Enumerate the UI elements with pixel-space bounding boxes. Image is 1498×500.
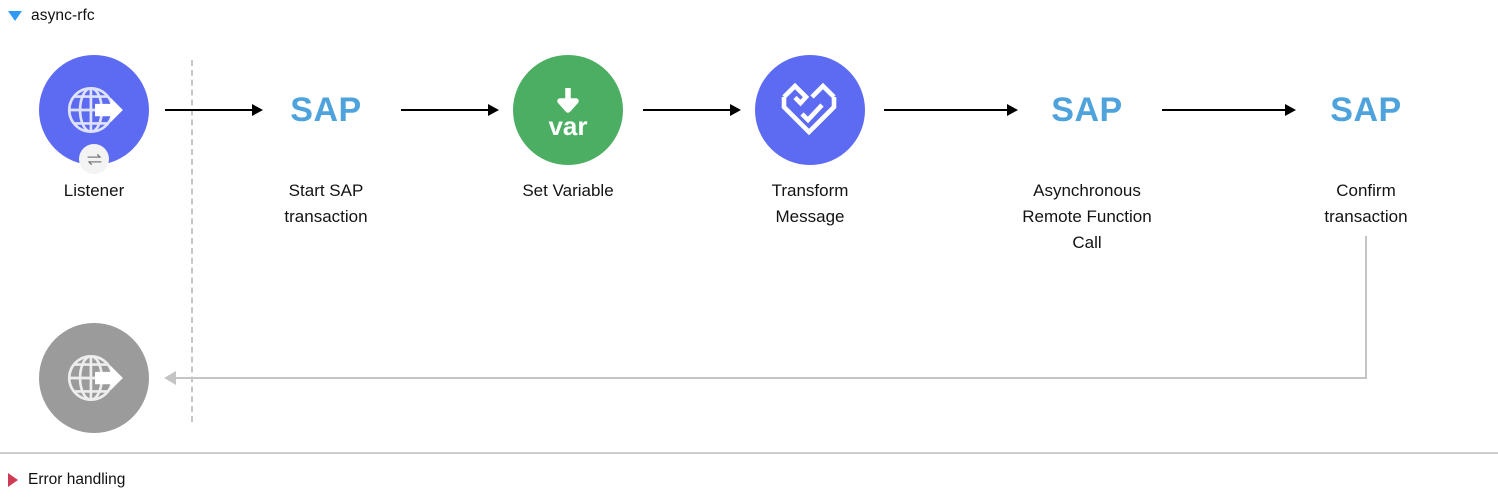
arrow-head-icon [488,104,499,116]
flow-name-label: async-rfc [31,7,95,24]
error-handling-header[interactable]: Error handling [8,469,125,491]
transform-icon-wrap [755,55,865,165]
connector-arrow-3 [643,104,741,116]
connector-arrow-2 [401,104,499,116]
arrow-shaft [401,108,489,112]
triangle-right-icon[interactable] [8,473,18,487]
section-divider [0,452,1498,454]
node-label: Confirm transaction [1324,181,1408,226]
source-process-divider [191,60,193,422]
arrow-head-icon [1285,104,1296,116]
flow-node-listener-error[interactable] [0,323,189,433]
node-label: Start SAP transaction [284,181,368,226]
sap-icon-wrap: SAP [271,55,381,165]
connector-arrow-1 [165,104,263,116]
arrow-head-icon [1007,104,1018,116]
sap-logo-icon: SAP [1330,91,1402,129]
sap-icon-wrap: SAP [1311,55,1421,165]
node-label: Listener [63,181,125,200]
flow-node-listener[interactable]: Listener [0,55,189,204]
set-variable-icon-wrap: var [513,55,623,165]
flow-node-set-variable[interactable]: var Set Variable [473,55,663,204]
exchange-arrows-icon [79,144,109,174]
globe-arrow-icon [39,323,149,433]
error-handling-label: Error handling [28,471,126,488]
arrow-shaft [643,108,731,112]
flow-node-transform-message[interactable]: Transform Message [715,55,905,230]
svg-text:var: var [548,111,587,141]
return-path-arrow-head-icon [164,371,176,385]
flow-node-confirm-transaction[interactable]: SAP Confirm transaction [1271,55,1461,230]
flow-node-start-sap-transaction[interactable]: SAP Start SAP transaction [231,55,421,230]
sap-logo-icon: SAP [290,91,362,129]
triangle-down-icon[interactable] [8,11,22,21]
var-down-arrow-icon: var [513,55,623,165]
connector-arrow-4 [884,104,1018,116]
node-label: Transform Message [771,181,849,226]
sap-icon-wrap: SAP [1032,55,1142,165]
listener-icon-wrap [39,55,149,174]
arrow-head-icon [252,104,263,116]
arrow-shaft [884,108,1008,112]
arrow-shaft [1162,108,1286,112]
listener-error-icon-wrap [39,323,149,433]
return-path-vertical [1365,236,1367,379]
dataweave-icon [755,55,865,165]
arrow-shaft [165,108,253,112]
flow-header-async-rfc[interactable]: async-rfc [8,5,95,27]
node-label: Set Variable [522,181,614,200]
node-label: Asynchronous Remote Function Call [1022,181,1152,252]
sap-logo-icon: SAP [1051,91,1123,129]
flow-node-asynchronous-remote-function-call[interactable]: SAP Asynchronous Remote Function Call [992,55,1182,256]
return-path-horizontal [176,377,1367,379]
arrow-head-icon [730,104,741,116]
connector-arrow-5 [1162,104,1296,116]
